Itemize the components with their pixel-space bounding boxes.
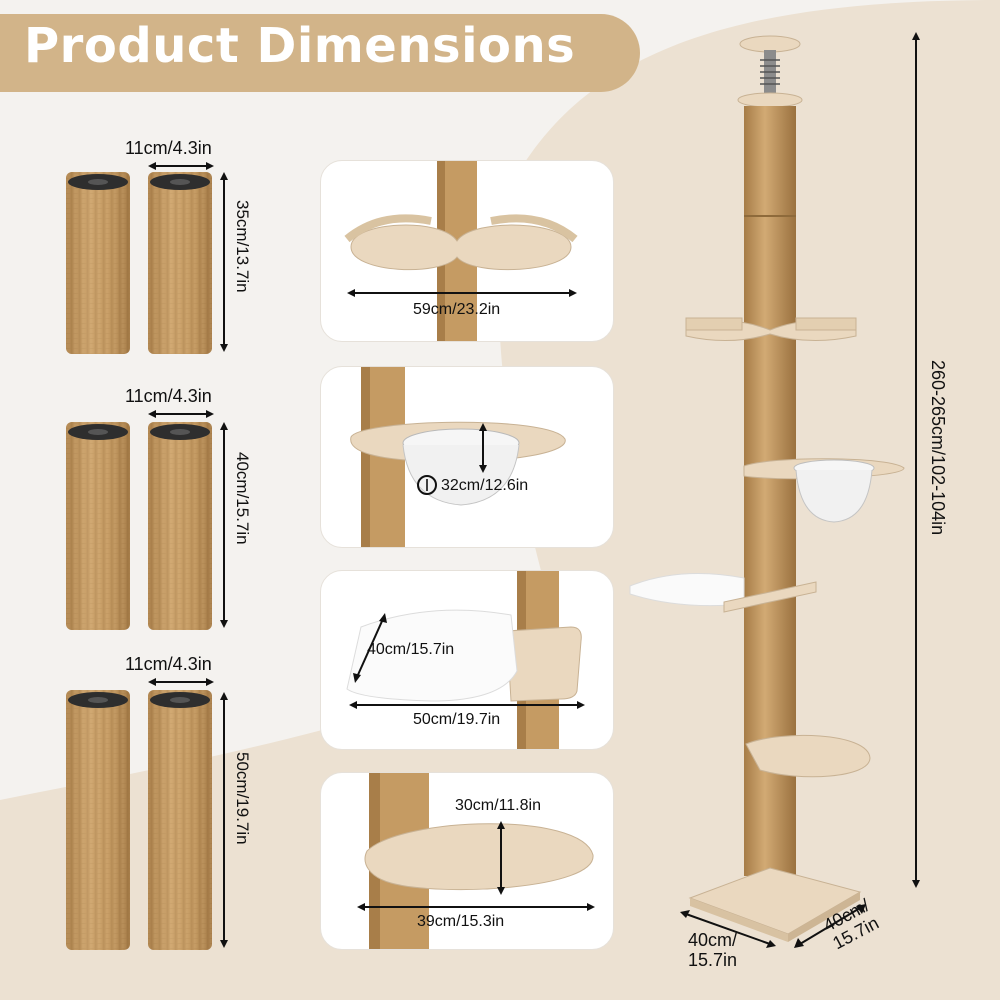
pillar-3-width-label: 11cm/4.3in [125, 654, 212, 674]
card-oval-platform: 30cm/11.8in 39cm/15.3in [320, 772, 614, 950]
card-1-label: 59cm/23.2in [413, 301, 501, 318]
pillar-2-width-label: 11cm/4.3in [125, 386, 212, 406]
card-4-depth-label: 30cm/11.8in [455, 797, 541, 814]
card-2-label: 32cm/12.6in [441, 477, 529, 494]
pillar-1-height-label: 35cm/13.7in [233, 200, 252, 293]
pillar-3-height-label: 50cm/19.7in [233, 752, 252, 845]
card-4-width-label: 39cm/15.3in [417, 913, 505, 930]
card-bowl-platform: 32cm/12.6in [320, 366, 614, 548]
pillar-pair-35cm [66, 162, 228, 354]
base-left-label: 40cm/ 15.7in [688, 930, 737, 970]
card-3-depth-label: 40cm/15.7in [367, 641, 455, 658]
card-hammock: 40cm/15.7in 50cm/19.7in [320, 570, 614, 750]
base-left-line1: 40cm/ [688, 930, 738, 950]
pillar-1-width-label: 11cm/4.3in [125, 138, 212, 158]
cat-tree-graphic [629, 32, 920, 948]
base-left-line2: 15.7in [688, 950, 738, 970]
title-banner [0, 14, 640, 92]
pillar-pair-40cm [66, 410, 228, 630]
card-double-platform: 59cm/23.2in [320, 160, 614, 342]
page-title: Product Dimensions [24, 18, 576, 74]
pillar-2-height-label: 40cm/15.7in [233, 452, 252, 545]
card-3-width-label: 50cm/19.7in [413, 711, 501, 728]
pillars-graphic [66, 162, 228, 950]
pillar-pair-50cm [66, 678, 228, 950]
tree-height-label: 260-265cm/102-104in [928, 360, 948, 536]
